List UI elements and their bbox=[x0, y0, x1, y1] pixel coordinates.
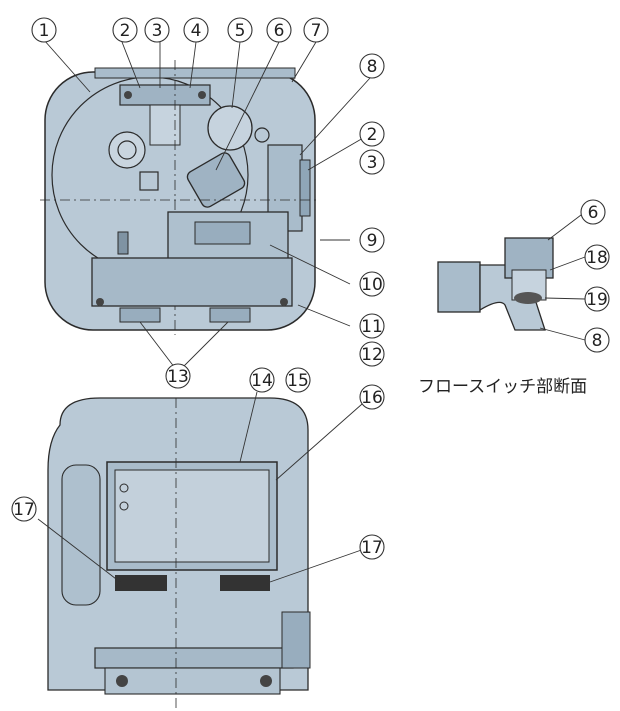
upper-unit-view bbox=[40, 60, 320, 335]
bolt bbox=[198, 91, 206, 99]
callout-2: 2 bbox=[359, 121, 385, 147]
callout-3: 3 bbox=[359, 149, 385, 175]
callout-number: 7 bbox=[311, 21, 322, 41]
callout-number: 3 bbox=[152, 21, 163, 41]
callout-13: 13 bbox=[165, 363, 191, 389]
callout-number: 14 bbox=[251, 371, 273, 391]
pressure-tank bbox=[207, 105, 253, 151]
callout-number: 12 bbox=[361, 345, 383, 365]
base-frame bbox=[91, 257, 293, 307]
leader-lines bbox=[37, 39, 586, 583]
callout-11: 11 bbox=[359, 313, 385, 339]
bolt bbox=[280, 298, 288, 306]
callout-2: 2 bbox=[112, 17, 138, 43]
control-board bbox=[114, 469, 270, 563]
terminal-block-left bbox=[115, 575, 167, 591]
side-outlet bbox=[281, 611, 311, 669]
callout-6: 6 bbox=[266, 17, 292, 43]
callout-4: 4 bbox=[183, 17, 209, 43]
callout-number: 6 bbox=[588, 203, 599, 223]
callout-number: 2 bbox=[120, 21, 131, 41]
flow-switch-section-caption: フロースイッチ部断面 bbox=[418, 377, 588, 397]
motor-shaft-outer bbox=[108, 131, 146, 169]
callout-19: 19 bbox=[584, 286, 610, 312]
callout-number: 17 bbox=[13, 500, 35, 520]
flow-switch-section bbox=[437, 237, 554, 331]
lower-base-skirt bbox=[104, 667, 281, 695]
bolt bbox=[116, 675, 128, 687]
callout-16: 16 bbox=[359, 384, 385, 410]
callout-9: 9 bbox=[359, 227, 385, 253]
callout-number: 8 bbox=[367, 57, 378, 77]
inlet-pipe bbox=[437, 261, 481, 313]
callout-number: 1 bbox=[39, 21, 50, 41]
foot-right bbox=[209, 307, 251, 323]
gauge-port bbox=[254, 127, 270, 143]
callout-17: 17 bbox=[11, 496, 37, 522]
control-module bbox=[194, 221, 251, 245]
terminal bbox=[117, 231, 129, 255]
callout-number: 11 bbox=[361, 317, 383, 337]
callout-number: 10 bbox=[361, 275, 383, 295]
callout-number: 15 bbox=[287, 371, 309, 391]
callout-10: 10 bbox=[359, 271, 385, 297]
callout-6: 6 bbox=[580, 199, 606, 225]
flow-switch-body bbox=[186, 152, 246, 208]
top-flange bbox=[119, 84, 211, 106]
callout-7: 7 bbox=[303, 17, 329, 43]
callout-number: 18 bbox=[586, 248, 608, 268]
callout-8: 8 bbox=[584, 327, 610, 353]
fitting-box bbox=[139, 171, 159, 191]
bolt bbox=[96, 298, 104, 306]
callout-number: 9 bbox=[367, 231, 378, 251]
callout-8: 8 bbox=[359, 53, 385, 79]
bolt bbox=[124, 91, 132, 99]
callout-number: 3 bbox=[367, 153, 378, 173]
callout-number: 5 bbox=[235, 21, 246, 41]
callout-15: 15 bbox=[285, 367, 311, 393]
indicator bbox=[119, 483, 129, 493]
top-plate bbox=[94, 67, 296, 79]
callout-number: 4 bbox=[191, 21, 202, 41]
callout-3: 3 bbox=[144, 17, 170, 43]
lower-base bbox=[94, 647, 294, 669]
float bbox=[514, 292, 542, 304]
callout-number: 17 bbox=[361, 538, 383, 558]
lower-unit-view bbox=[47, 397, 311, 708]
callout-18: 18 bbox=[584, 244, 610, 270]
callout-5: 5 bbox=[227, 17, 253, 43]
foot-left bbox=[119, 307, 161, 323]
motor-shaft-inner bbox=[117, 140, 137, 160]
callout-number: 16 bbox=[361, 388, 383, 408]
callout-12: 12 bbox=[359, 341, 385, 367]
callout-number: 8 bbox=[592, 331, 603, 351]
terminal-block-right bbox=[220, 575, 270, 591]
callout-17: 17 bbox=[359, 534, 385, 560]
callout-number: 2 bbox=[367, 125, 378, 145]
outlet-port bbox=[299, 159, 311, 217]
motor-hood bbox=[61, 464, 101, 606]
callout-14: 14 bbox=[249, 367, 275, 393]
callout-number: 19 bbox=[586, 290, 608, 310]
callout-number: 13 bbox=[167, 367, 189, 387]
bolt bbox=[260, 675, 272, 687]
check-valve bbox=[149, 104, 181, 146]
callout-number: 6 bbox=[274, 21, 285, 41]
callout-1: 1 bbox=[31, 17, 57, 43]
indicator bbox=[119, 501, 129, 511]
